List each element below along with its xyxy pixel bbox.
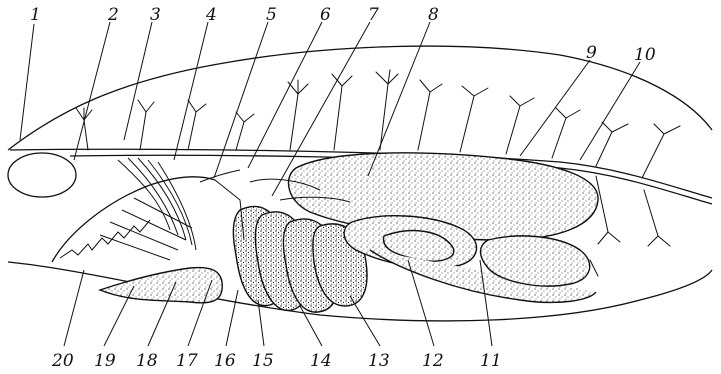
label-11: 11 [480, 351, 502, 371]
label-1: 1 [30, 5, 41, 25]
label-18: 18 [136, 351, 158, 371]
label-19: 19 [94, 351, 116, 371]
atrial-organ [100, 268, 222, 303]
label-15: 15 [252, 351, 274, 371]
cerebral-vesicle [8, 153, 76, 197]
ventral-nerves [590, 176, 670, 276]
label-12: 12 [422, 351, 444, 371]
label-5: 5 [266, 5, 277, 25]
label-16: 16 [214, 351, 236, 371]
label-3: 3 [150, 5, 161, 25]
label-9: 9 [586, 43, 597, 63]
label-6: 6 [320, 5, 331, 25]
label-8: 8 [428, 5, 439, 25]
label-17: 17 [176, 351, 198, 371]
label-13: 13 [368, 351, 390, 371]
label-10: 10 [634, 45, 656, 65]
label-2: 2 [107, 5, 119, 25]
label-4: 4 [205, 5, 217, 25]
label-7: 7 [368, 5, 379, 25]
label-14: 14 [310, 351, 332, 371]
label-20: 20 [51, 351, 74, 371]
